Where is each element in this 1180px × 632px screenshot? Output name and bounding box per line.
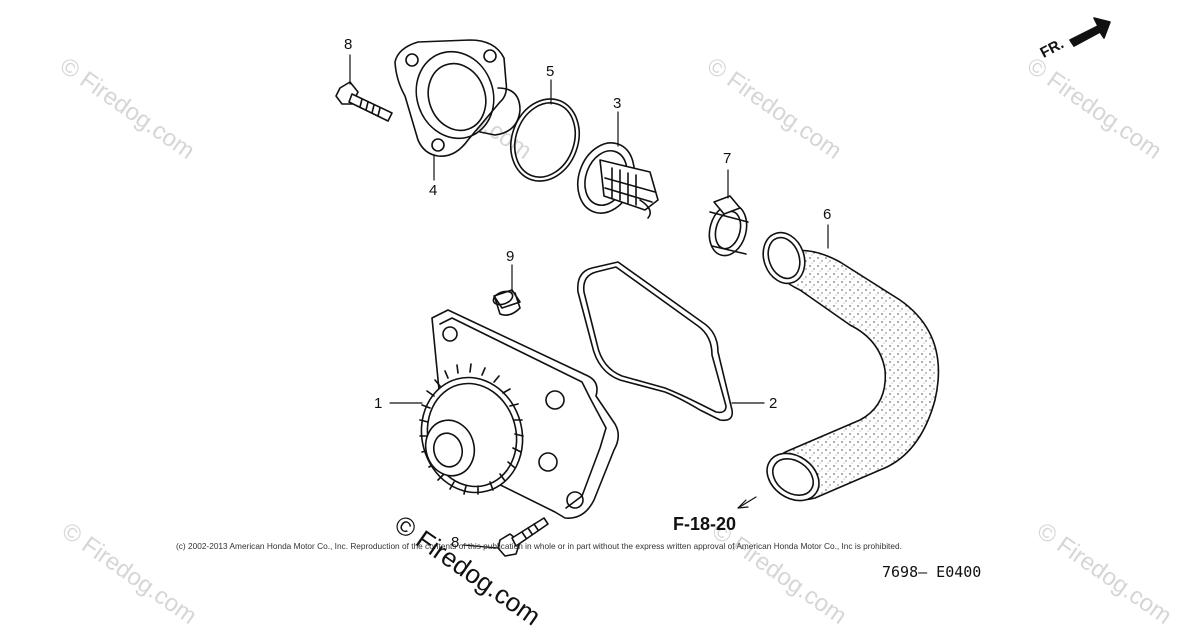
pump-gasket[interactable] [576,261,734,422]
hose-clamp[interactable] [704,195,752,260]
water-hose[interactable] [756,227,940,511]
thermostat[interactable] [568,135,659,221]
water-pump[interactable] [409,309,620,519]
callout-9: 9 [506,248,515,265]
callout-6: 6 [823,206,832,223]
front-arrow-icon [1069,17,1111,47]
flange-bolt-bottom[interactable] [497,517,549,557]
parts-diagram [335,17,1111,557]
callout-2: 2 [769,395,778,412]
dowel-pin[interactable] [492,289,521,316]
flange-bolt-top[interactable] [335,81,393,122]
diagram-code: 7698— E0400 [882,563,982,581]
copyright-notice: (c) 2002-2013 American Honda Motor Co., … [176,541,902,551]
thermostat-cover[interactable] [394,39,521,157]
callout-4: 4 [429,182,438,199]
reference-arrow [737,496,757,509]
o-ring[interactable] [500,89,591,191]
leader-lines [349,54,829,549]
callout-7: 7 [723,150,732,167]
reference-label[interactable]: F-18-20 [673,514,737,534]
callout-3: 3 [613,95,622,112]
callout-8-bottom: 8 [451,534,460,551]
callout-1: 1 [374,395,383,412]
callout-5: 5 [546,63,555,80]
callout-8-top: 8 [344,36,353,53]
